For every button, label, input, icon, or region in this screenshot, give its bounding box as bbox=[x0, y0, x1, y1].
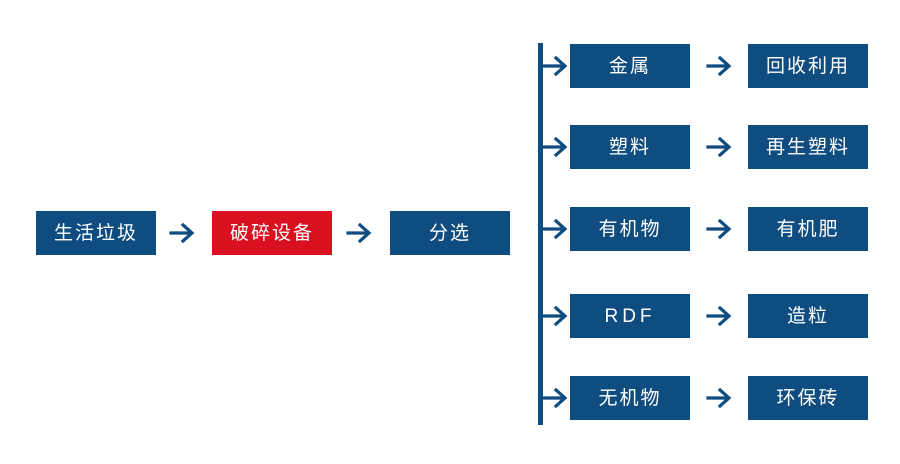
node-fraction-plastic[interactable]: 塑料 bbox=[570, 125, 690, 169]
node-fraction-organic[interactable]: 有机物 bbox=[570, 207, 690, 251]
node-product-pelletizing[interactable]: 造粒 bbox=[748, 294, 868, 338]
branch-arrow-metal bbox=[540, 53, 572, 79]
node-product-eco-brick[interactable]: 环保砖 bbox=[748, 376, 868, 420]
branch-arrow-rdf bbox=[540, 303, 572, 329]
node-sorting[interactable]: 分选 bbox=[390, 211, 510, 255]
node-product-recycled-plastic[interactable]: 再生塑料 bbox=[748, 125, 868, 169]
arrow-inorganic-to-product bbox=[706, 385, 736, 411]
node-product-organic-fertilizer[interactable]: 有机肥 bbox=[748, 207, 868, 251]
arrow-metal-to-product bbox=[706, 53, 736, 79]
arrow-organic-to-product bbox=[706, 216, 736, 242]
node-fraction-rdf[interactable]: RDF bbox=[570, 294, 690, 338]
splitter-trunk-line bbox=[538, 43, 543, 425]
arrow-input-to-crusher bbox=[169, 220, 199, 246]
node-fraction-inorganic[interactable]: 无机物 bbox=[570, 376, 690, 420]
node-fraction-metal[interactable]: 金属 bbox=[570, 44, 690, 88]
node-input[interactable]: 生活垃圾 bbox=[36, 211, 156, 255]
arrow-rdf-to-product bbox=[706, 303, 736, 329]
arrow-plastic-to-product bbox=[706, 134, 736, 160]
node-crusher[interactable]: 破碎设备 bbox=[212, 211, 332, 255]
node-product-metal-recycling[interactable]: 回收利用 bbox=[748, 44, 868, 88]
arrow-crusher-to-sorting bbox=[346, 220, 376, 246]
branch-arrow-inorganic bbox=[540, 385, 572, 411]
branch-arrow-organic bbox=[540, 216, 572, 242]
branch-arrow-plastic bbox=[540, 134, 572, 160]
